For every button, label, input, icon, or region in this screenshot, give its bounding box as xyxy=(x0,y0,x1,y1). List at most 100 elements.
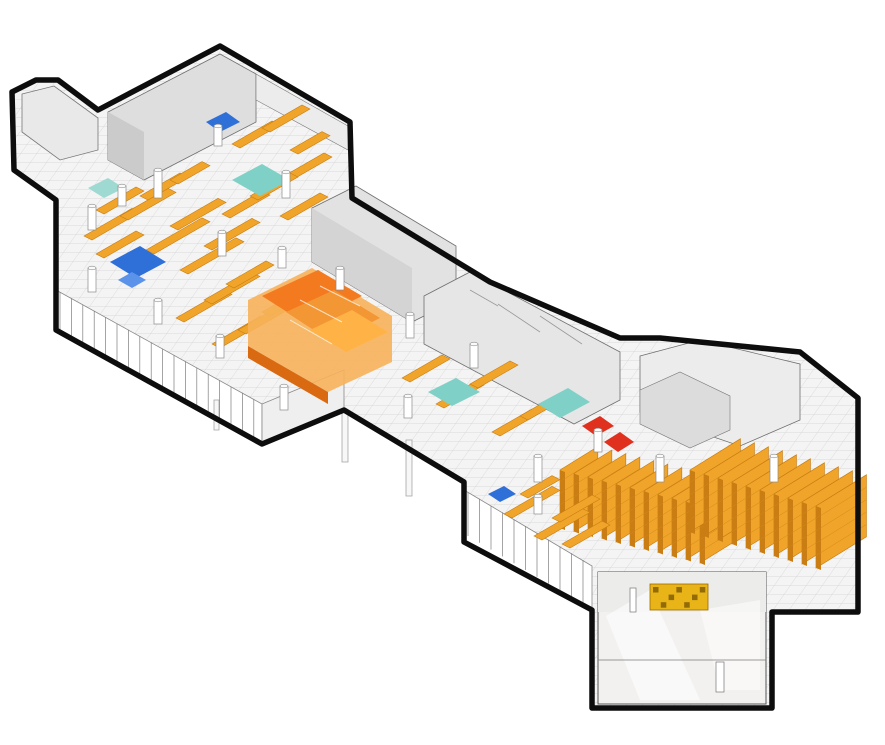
column-top xyxy=(87,203,97,209)
central-core-face xyxy=(312,208,412,322)
shelf-end xyxy=(816,506,821,570)
panel-cell xyxy=(684,602,690,608)
south-entry-hall xyxy=(597,571,767,705)
column-top xyxy=(593,427,603,433)
shelf-end xyxy=(616,484,621,544)
shelf-end xyxy=(718,478,723,542)
column-top xyxy=(153,167,163,173)
reading-table xyxy=(551,494,601,523)
accent-furniture xyxy=(88,112,634,502)
panel-cell xyxy=(692,594,698,601)
shelf-line xyxy=(615,471,654,496)
shelf-end xyxy=(788,498,793,562)
column-shaft xyxy=(87,205,97,231)
panel-cell xyxy=(668,594,675,601)
reading-table xyxy=(225,260,275,289)
panel-cell xyxy=(699,587,706,593)
panel-cell xyxy=(676,587,682,593)
shelf-end xyxy=(658,494,663,555)
column-top xyxy=(281,169,291,175)
panel-cell xyxy=(653,587,659,593)
column-shaft xyxy=(533,495,543,515)
shelf-end xyxy=(630,487,635,548)
column-top xyxy=(533,493,543,499)
column-shaft xyxy=(655,455,665,483)
column-shaft xyxy=(153,169,163,199)
north-annex-block xyxy=(21,85,99,161)
shelf-line xyxy=(573,461,612,486)
column-top xyxy=(213,123,223,129)
shelf-line xyxy=(587,464,626,489)
column-top xyxy=(469,341,479,347)
shelf-end xyxy=(644,491,649,551)
column-top xyxy=(769,453,779,459)
column-shaft xyxy=(215,335,225,359)
column-top xyxy=(533,453,543,459)
column-top xyxy=(277,245,287,251)
shelf-end xyxy=(588,477,593,537)
column-top xyxy=(117,183,127,189)
structural-columns xyxy=(87,123,779,515)
column-shaft xyxy=(213,125,223,147)
mechanical-room-side xyxy=(108,112,144,180)
column-shaft xyxy=(405,313,415,339)
column-shaft xyxy=(117,185,127,207)
reading-table xyxy=(179,237,245,275)
column-shaft xyxy=(153,299,163,325)
panel-cell xyxy=(660,602,667,608)
column-top xyxy=(403,393,413,399)
column-shaft xyxy=(769,455,779,483)
reading-table xyxy=(261,104,311,133)
column-shaft xyxy=(335,267,345,291)
reading-table xyxy=(561,520,611,549)
column-shaft xyxy=(277,247,287,269)
shelf-line xyxy=(643,478,682,503)
column-shaft xyxy=(279,385,289,411)
reading-table xyxy=(95,230,145,259)
column-shaft xyxy=(593,429,603,453)
facade-mullions xyxy=(59,292,584,604)
teal-lounge-east xyxy=(538,388,590,418)
shelf-line xyxy=(601,468,640,493)
yellow-display-panel xyxy=(649,583,709,611)
bridge-pilotis xyxy=(213,399,413,497)
reading-table xyxy=(145,217,211,255)
reading-table xyxy=(289,131,331,155)
column-top xyxy=(279,383,289,389)
shelf-end xyxy=(672,498,677,558)
shelf-end xyxy=(746,486,751,550)
reading-table xyxy=(469,360,519,389)
reading-table xyxy=(401,354,451,383)
column-top xyxy=(655,453,665,459)
column-top xyxy=(335,265,345,271)
reading-table xyxy=(279,192,329,221)
reading-table xyxy=(169,161,211,185)
column-shaft xyxy=(281,171,291,199)
red-seat xyxy=(582,416,614,436)
column-shaft xyxy=(87,267,97,293)
column-top xyxy=(217,229,227,235)
shelf-line xyxy=(559,457,598,482)
blue-seat-south xyxy=(488,486,516,502)
column-top xyxy=(405,311,415,317)
building-outline xyxy=(9,43,861,711)
column-top xyxy=(215,333,225,339)
shelf-end xyxy=(690,470,695,534)
reading-table xyxy=(169,198,227,231)
shelf-end xyxy=(760,490,765,554)
column-top xyxy=(87,265,97,271)
column-shaft xyxy=(469,343,479,369)
shelf-end xyxy=(774,494,779,558)
column-top xyxy=(153,297,163,303)
column-shaft xyxy=(217,231,227,257)
column-shaft xyxy=(533,455,543,483)
column-shaft xyxy=(403,395,413,419)
shelf-end xyxy=(732,482,737,546)
shelf-end xyxy=(704,474,709,538)
blue-lounge-seats xyxy=(110,246,166,278)
shelf-end xyxy=(802,502,807,566)
north-service-blocks xyxy=(21,53,801,449)
teal-lounge-north xyxy=(232,164,290,196)
